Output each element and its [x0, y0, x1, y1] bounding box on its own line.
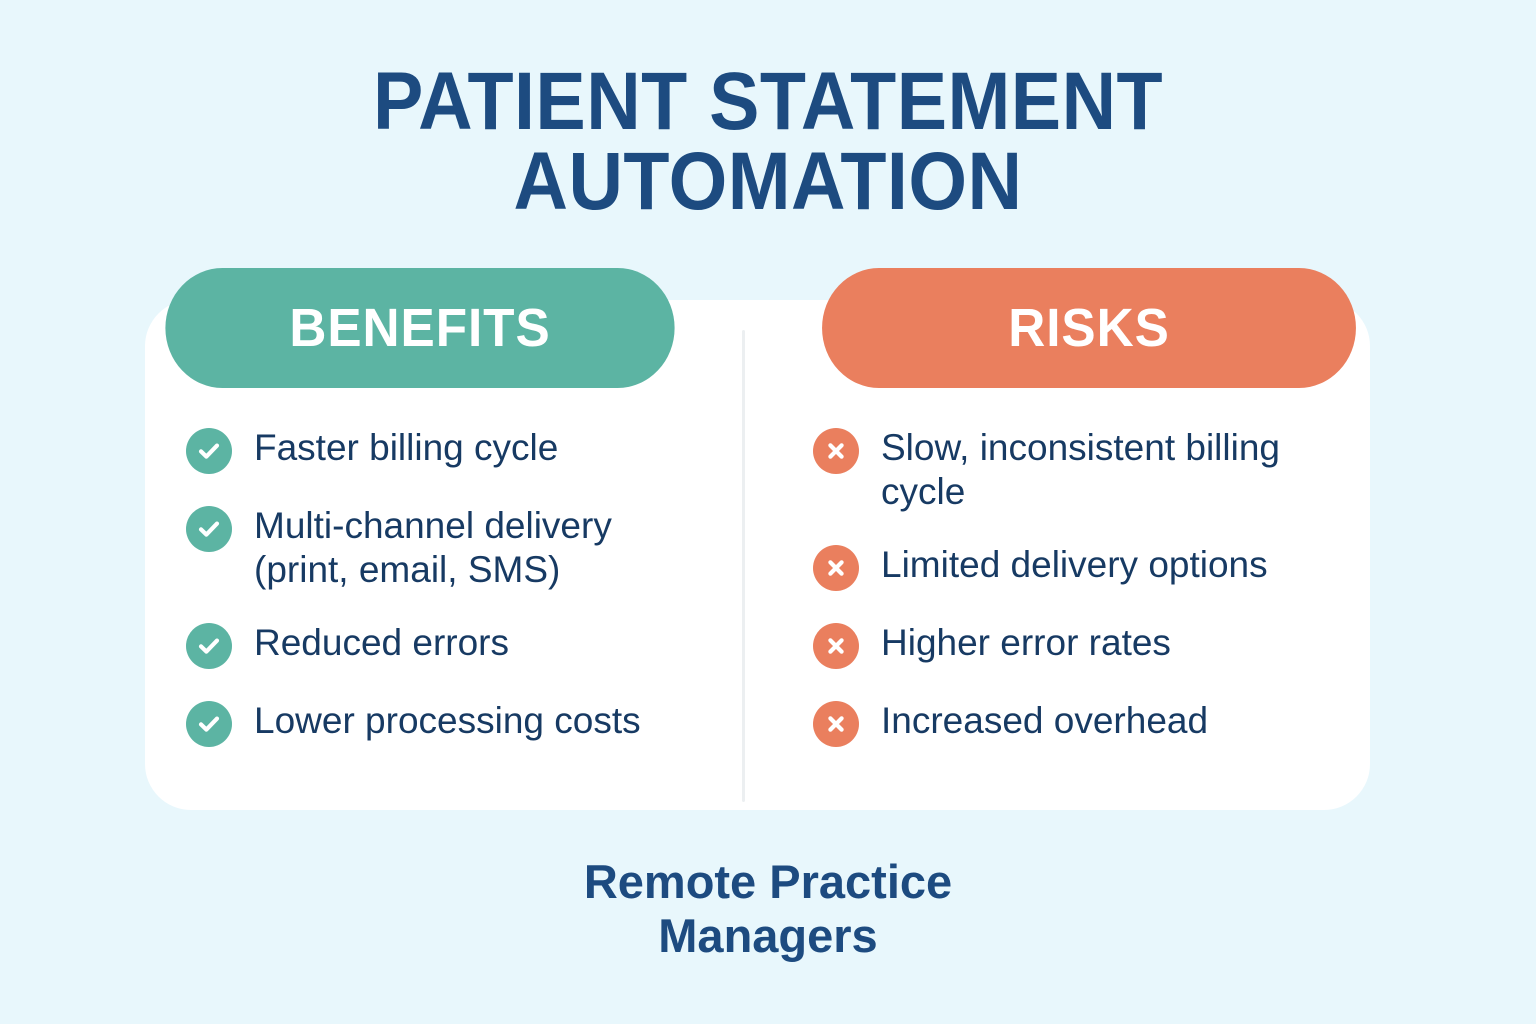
- check-circle-icon: [186, 506, 232, 552]
- cross-circle-icon: [813, 428, 859, 474]
- check-circle-icon: [186, 428, 232, 474]
- cross-circle-icon: [813, 701, 859, 748]
- risk-item-text: Higher error rates: [881, 622, 1171, 664]
- check-circle-icon: [186, 701, 232, 748]
- footer-caption: Remote Practice Managers: [0, 855, 1536, 963]
- list-item: Lower processing costs: [186, 697, 706, 748]
- cross-circle-icon: [813, 545, 859, 592]
- benefit-item-text: Multi-channel delivery (print, email, SM…: [254, 505, 612, 590]
- benefits-heading-label: BENEFITS: [289, 298, 551, 358]
- benefits-list: Faster billing cycle Multi-channel deliv…: [186, 424, 706, 775]
- list-item: Faster billing cycle: [186, 424, 706, 474]
- cross-circle-icon: [813, 623, 859, 670]
- benefit-item-text: Reduced errors: [254, 622, 510, 664]
- list-item: Multi-channel delivery (print, email, SM…: [186, 502, 706, 591]
- footer-line-1: Remote Practice: [583, 855, 953, 908]
- page-title-line-2: AUTOMATION: [513, 135, 1023, 227]
- list-item: Limited delivery options: [813, 541, 1353, 592]
- list-item: Higher error rates: [813, 619, 1353, 670]
- risks-heading-label: RISKS: [1008, 298, 1170, 358]
- risks-header-pill: RISKS: [822, 268, 1356, 388]
- risk-item-text: Limited delivery options: [881, 544, 1268, 586]
- page-title: PATIENT STATEMENT AUTOMATION: [61, 56, 1474, 227]
- risk-item-text: Slow, inconsistent billing cycle: [881, 427, 1280, 512]
- check-circle-icon: [186, 623, 232, 670]
- list-item: Slow, inconsistent billing cycle: [813, 424, 1353, 513]
- risk-item-text: Increased overhead: [881, 700, 1209, 742]
- benefits-header-pill: BENEFITS: [165, 268, 675, 388]
- column-divider: [742, 330, 745, 802]
- benefit-item-text: Faster billing cycle: [254, 427, 559, 468]
- list-item: Reduced errors: [186, 619, 706, 670]
- list-item: Increased overhead: [813, 697, 1353, 748]
- benefit-item-text: Lower processing costs: [254, 700, 641, 742]
- footer-line-2: Managers: [658, 909, 878, 963]
- page-title-line-1: PATIENT STATEMENT: [372, 56, 1164, 147]
- risks-list: Slow, inconsistent billing cycle Limited…: [813, 424, 1353, 775]
